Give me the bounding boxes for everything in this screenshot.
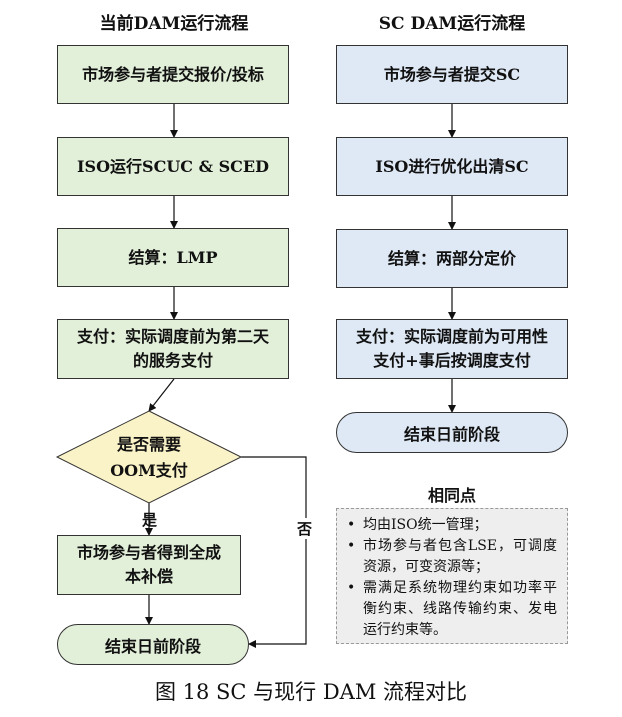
left-step-settlement-lmp: 结算：LMP (57, 228, 289, 287)
left-step-payment: 支付：实际调度前为第二天的服务支付 (57, 319, 289, 379)
common-points-title: 相同点 (427, 486, 476, 505)
yes-label: 是 (142, 511, 158, 529)
arrow-left-4 (148, 378, 175, 412)
right-end-day-ahead: 结束日前阶段 (336, 412, 568, 453)
arrow-no (241, 456, 307, 648)
right-step-iso-clear-sc: ISO进行优化出清SC (336, 137, 568, 196)
no-label: 否 (296, 518, 314, 539)
common-point-item: 需满足系统物理约束如功率平衡约束、线路传输约束、发电运行约束等。 (347, 578, 557, 641)
common-points-box: 均由ISO统一管理； 市场参与者包含LSE，可调度资源，可变资源等； 需满足系统… (336, 508, 568, 644)
right-step-payment: 支付：实际调度前为可用性支付+事后按调度支付 (336, 319, 568, 379)
figure-caption: 图 18 SC 与现行 DAM 流程对比 (154, 680, 468, 704)
right-column-title: SC DAM运行流程 (378, 14, 526, 34)
left-step-full-cost-compensation: 市场参与者得到全成本补偿 (57, 535, 241, 595)
common-point-item: 均由ISO统一管理； (347, 515, 557, 536)
common-point-item: 市场参与者包含LSE，可调度资源，可变资源等； (347, 536, 557, 578)
left-column-title: 当前DAM运行流程 (99, 14, 249, 34)
left-step-run-scuc-sced: ISO运行SCUC & SCED (57, 137, 289, 196)
right-step-submit-sc: 市场参与者提交SC (336, 45, 568, 104)
left-end-day-ahead: 结束日前阶段 (57, 624, 249, 665)
decision-label: 是否需要OOM支付 (110, 435, 188, 480)
left-step-submit-bids: 市场参与者提交报价/投标 (57, 45, 289, 104)
right-step-two-part-pricing: 结算：两部分定价 (336, 229, 568, 288)
decision-diamond (55, 410, 243, 504)
